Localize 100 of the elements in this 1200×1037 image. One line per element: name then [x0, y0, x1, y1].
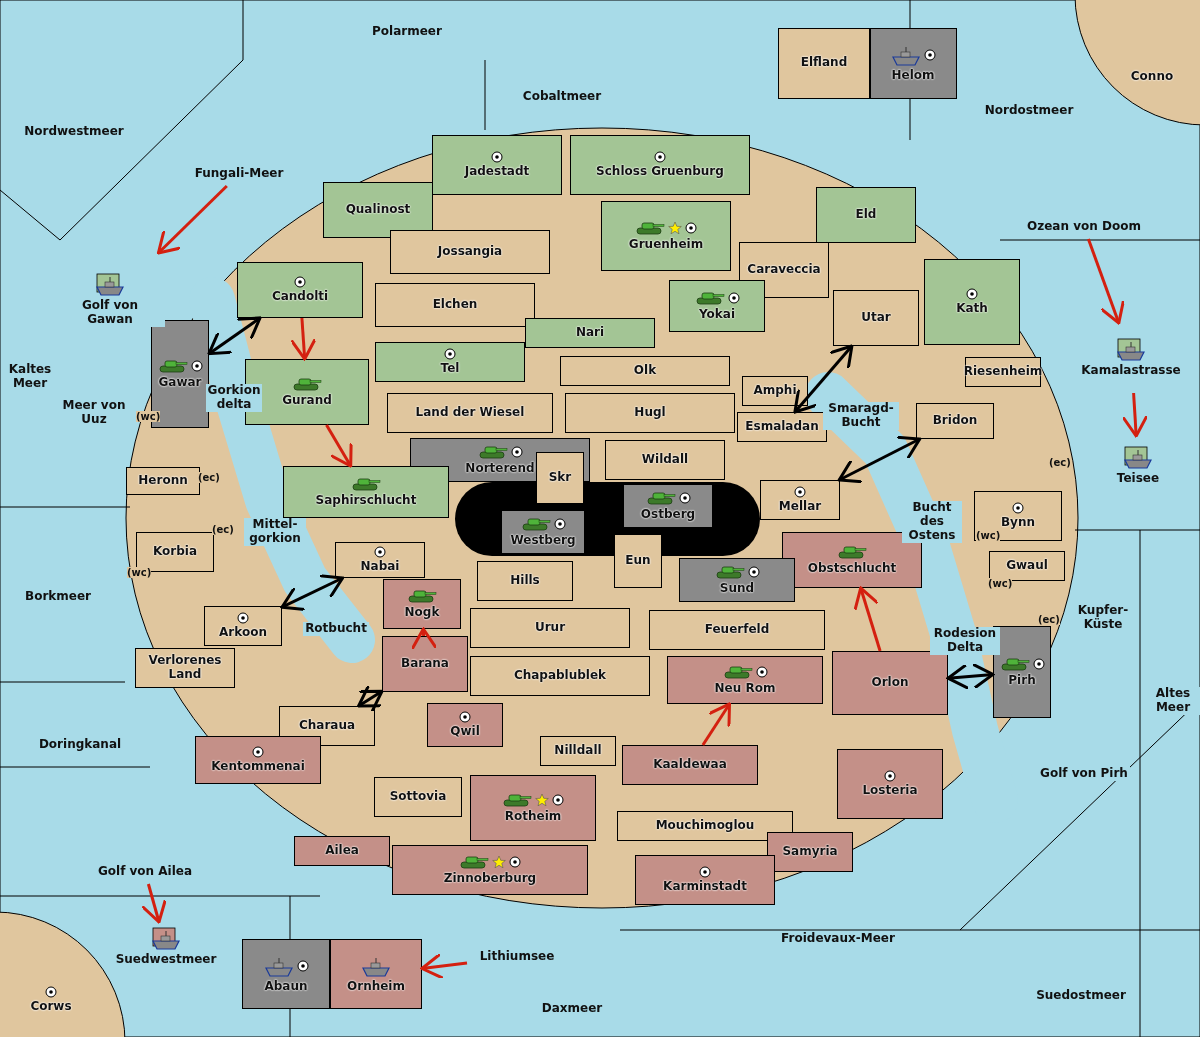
region-name: Feuerfeld: [704, 623, 770, 637]
move-arrow: [701, 702, 731, 746]
land-region: [135, 648, 235, 688]
region-name: Nilldall: [554, 744, 602, 758]
region-name: Gawar: [158, 376, 202, 390]
region-name: Urur: [534, 621, 566, 635]
coast-label: (wc): [988, 578, 1013, 589]
region-name: Kath: [956, 302, 988, 316]
region-name: Hugl: [634, 406, 666, 420]
move-arrow: [1087, 238, 1125, 325]
land-region: [623, 484, 713, 528]
move-arrow: [410, 627, 438, 651]
double-arrow: [207, 316, 262, 356]
land-region: [560, 356, 730, 386]
region-name: Barana: [401, 657, 449, 671]
region-name: Saphirschlucht: [315, 494, 417, 508]
move-arrow: [140, 883, 167, 924]
land-region: [739, 242, 829, 298]
land-region: [335, 542, 425, 578]
region-name: Ornheim: [347, 980, 405, 994]
move-arrow: [289, 317, 317, 361]
coast-label: (wc): [976, 530, 1001, 541]
land-region: [237, 262, 363, 318]
region-name: Golf von Pirh: [1038, 767, 1130, 781]
region-name: Zinnoberburg: [443, 872, 537, 886]
coast-label: (ec): [1049, 457, 1071, 468]
region-name: Mellar: [778, 500, 822, 514]
region-name: Kentommenai: [211, 760, 305, 774]
land-region: [617, 811, 793, 841]
double-arrow: [357, 683, 384, 714]
region-name: Elfland: [800, 56, 848, 70]
land-region: [323, 182, 433, 238]
region-name: Korbia: [152, 545, 198, 559]
coast-label: (ec): [212, 524, 234, 535]
region-name: Tel: [440, 362, 460, 376]
land-region: [383, 579, 461, 629]
land-region: [622, 745, 758, 785]
region-name: Sund: [719, 582, 755, 596]
land-region: [242, 939, 330, 1009]
region-name: Land der Wiesel: [415, 406, 525, 420]
land-region: [330, 939, 422, 1009]
land-region: [565, 393, 735, 433]
region-name: Qwil: [450, 725, 480, 739]
region-name: Charaua: [298, 719, 356, 733]
region-name: Conno: [1130, 70, 1174, 84]
land-region: [392, 845, 588, 895]
land-region: [833, 290, 919, 346]
region-name: Abaun: [264, 980, 308, 994]
region-name: Helom: [891, 69, 935, 83]
land-region: [294, 836, 390, 866]
land-region: [993, 626, 1051, 718]
region-name: Obstschlucht: [807, 562, 897, 576]
coast-label: (ec): [198, 472, 220, 483]
move-arrow: [1121, 392, 1149, 438]
region-name: Eun: [625, 554, 651, 568]
region-name: Nogk: [404, 606, 440, 620]
land-region: [375, 283, 535, 327]
region-name: Ostberg: [640, 508, 696, 522]
land-region: [614, 534, 662, 588]
region-name: Gwaul: [1006, 559, 1048, 573]
region-name: Gurand: [282, 394, 332, 408]
region-name: Pirh: [1008, 674, 1036, 688]
land-region: [742, 376, 808, 406]
region-name: Hills: [510, 574, 540, 588]
region-name: Kaaldewaa: [653, 758, 727, 772]
land-region: [832, 651, 948, 715]
land-region: [470, 656, 650, 696]
land-region: [390, 230, 550, 274]
region-name: Jadestadt: [464, 165, 530, 179]
move-arrow: [156, 184, 228, 255]
coast-label: (wc): [136, 411, 161, 422]
land-region: [283, 466, 449, 518]
land-region: [570, 135, 750, 195]
land-region: [778, 27, 870, 99]
region-name: Utar: [861, 311, 891, 325]
region-name: Fungali-Meer: [192, 167, 286, 181]
region-name: Rodesion Delta: [930, 627, 1000, 655]
land-region: [924, 259, 1020, 345]
move-arrow: [420, 952, 468, 980]
coast-label: (ec): [1038, 614, 1060, 625]
region-name: Samyria: [782, 845, 838, 859]
region-name: Rotbucht: [303, 622, 369, 636]
region-name: Bridon: [932, 414, 978, 428]
region-name: Chapablublek: [513, 669, 607, 683]
region-name: Esmaladan: [745, 420, 819, 434]
land-region: [540, 736, 616, 766]
land-region: [374, 777, 462, 817]
region-name: Wildall: [641, 453, 689, 467]
region-name: Sottovia: [389, 790, 447, 804]
land-region: [427, 703, 503, 747]
land-region: [837, 749, 943, 819]
land-region: [470, 775, 596, 841]
land-region: [195, 736, 321, 784]
land-region: [760, 480, 840, 520]
region-name: Orlon: [871, 676, 909, 690]
coast-label: (wc): [127, 567, 152, 578]
double-arrow: [946, 662, 995, 690]
region-name: Karminstadt: [663, 880, 747, 894]
land-region: [916, 403, 994, 439]
region-name: Amphi: [753, 384, 797, 398]
